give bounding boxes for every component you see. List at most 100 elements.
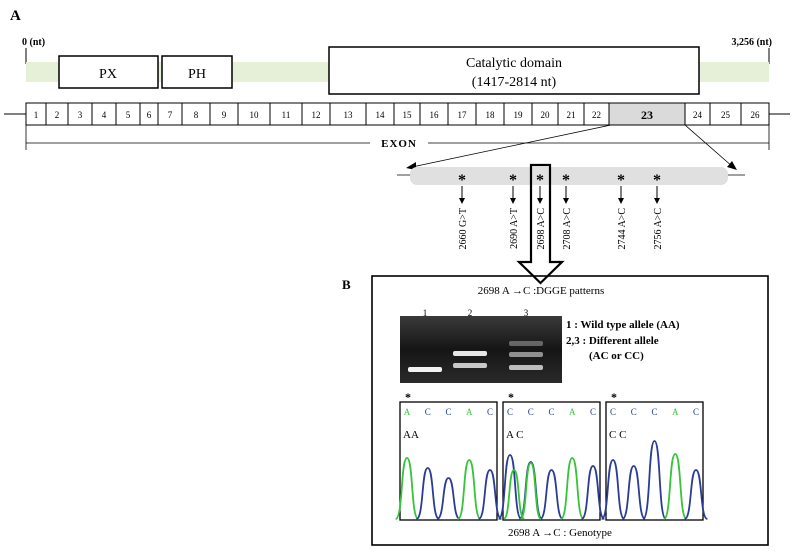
variant-label: 2660 G>T [458,208,469,249]
domain-px-box [58,55,159,89]
panel-a-label: A [10,8,21,24]
panel-b-frame [371,275,769,546]
base-call: C [631,407,637,417]
genotype-title: 2698 A →C : Genotype [508,527,612,539]
chromatogram-frame [605,401,704,521]
gel-band [509,341,543,346]
base-call: C [507,407,513,417]
variant-star: * [562,172,570,189]
trace-peak [456,459,482,520]
base-call: A [672,407,679,417]
variant-arrow-head [459,198,465,204]
base-call: C [610,407,616,417]
domain-px-label: PX [99,67,117,82]
variant-label: 2698 A>C [536,208,547,250]
chromatogram-frame [399,401,498,521]
exon-label-backdrop [370,136,428,150]
exon-23-zoom-strip [410,167,728,185]
exon-label-5: 5 [126,110,131,120]
exon-label-26: 26 [751,110,761,120]
domain-ph: PH [161,55,233,89]
trace-peak [559,457,585,520]
domain-catalytic: Catalytic domain (1417-2814 nt) [328,46,700,95]
gel-band [509,352,543,357]
variant-star: * [458,172,466,189]
variant-label: 2708 A>C [562,208,573,250]
base-call: C [590,407,596,417]
panel-b-label: B [342,277,351,292]
base-call: C [548,407,554,417]
legend-line-1: 1 : Wild type allele (AA) [566,319,680,331]
variant-label: 2690 A>T [509,208,520,249]
variant-arrow-head [563,198,569,204]
exon-label-9: 9 [222,110,227,120]
legend-line-2: 2,3 : Different allele [566,335,659,347]
variant-arrow-head [510,198,516,204]
variant-arrow-head [618,198,624,204]
base-call: A [404,407,411,417]
trace-peak-secondary [519,462,543,520]
exon-label-22: 22 [592,110,601,120]
gel-lane-label: 1 [423,308,428,318]
base-call: C [445,407,451,417]
exon-span-label: EXON [381,138,417,150]
zoom-line-left [406,124,612,170]
variant-star: * [617,172,625,189]
genotype-label: A C [506,429,523,441]
exon-label-20: 20 [541,110,551,120]
gel-band [408,367,442,372]
trace-peak [497,454,523,520]
gel-bands [408,341,543,372]
zoom-line-right [684,124,737,170]
trace-peak [539,469,564,520]
exon-label-2: 2 [55,110,60,120]
domain-px: PX [58,55,159,89]
domain-ph-label: PH [188,67,206,82]
exon-label-19: 19 [514,110,524,120]
start-coordinate-label: 0 (nt) [22,37,45,48]
variant-arrow-head [654,198,660,204]
trace-peak [436,477,461,520]
trace-peak [621,465,647,520]
dgge-title: 2698 A →C :DGGE patterns [478,285,605,297]
exon-label-4: 4 [102,110,107,120]
base-call: A [466,407,473,417]
trace-peak-secondary [502,469,526,520]
exon-label-18: 18 [486,110,496,120]
base-call: C [425,407,431,417]
trace-peak [394,457,420,520]
chromatogram-marker: * [405,390,411,404]
exon-label-15: 15 [403,110,413,120]
domain-catalytic-box [328,46,700,95]
highlight-arrow [516,163,565,285]
exon-label-12: 12 [312,110,321,120]
domain-catalytic-label: Catalytic domain [466,56,562,71]
domain-catalytic-range: (1417-2814 nt) [472,75,557,90]
end-coordinate-label: 3,256 (nt) [731,37,772,48]
trace-peak [683,469,709,520]
base-call: C [528,407,534,417]
genotype-label: AA [403,429,419,441]
exon-label-17: 17 [458,110,468,120]
chromatogram-marker: * [611,390,617,404]
exon-box-26 [740,102,770,126]
exon-label-7: 7 [168,110,173,120]
variant-markers: *2660 G>T*2690 A>T*2698 A>C*2708 A>C*274… [458,172,664,249]
exon-label-11: 11 [282,110,291,120]
exon-label-25: 25 [721,110,731,120]
gel-background [400,316,562,383]
exon-label-13: 13 [344,110,354,120]
variant-label: 2756 A>C [653,208,664,250]
legend-line-3: (AC or CC) [589,350,644,362]
exon-label-16: 16 [430,110,440,120]
trace-peak [662,453,688,520]
variant-arrow-head [537,198,543,204]
exon-label-14: 14 [376,110,386,120]
genotype-label: C C [609,429,626,441]
